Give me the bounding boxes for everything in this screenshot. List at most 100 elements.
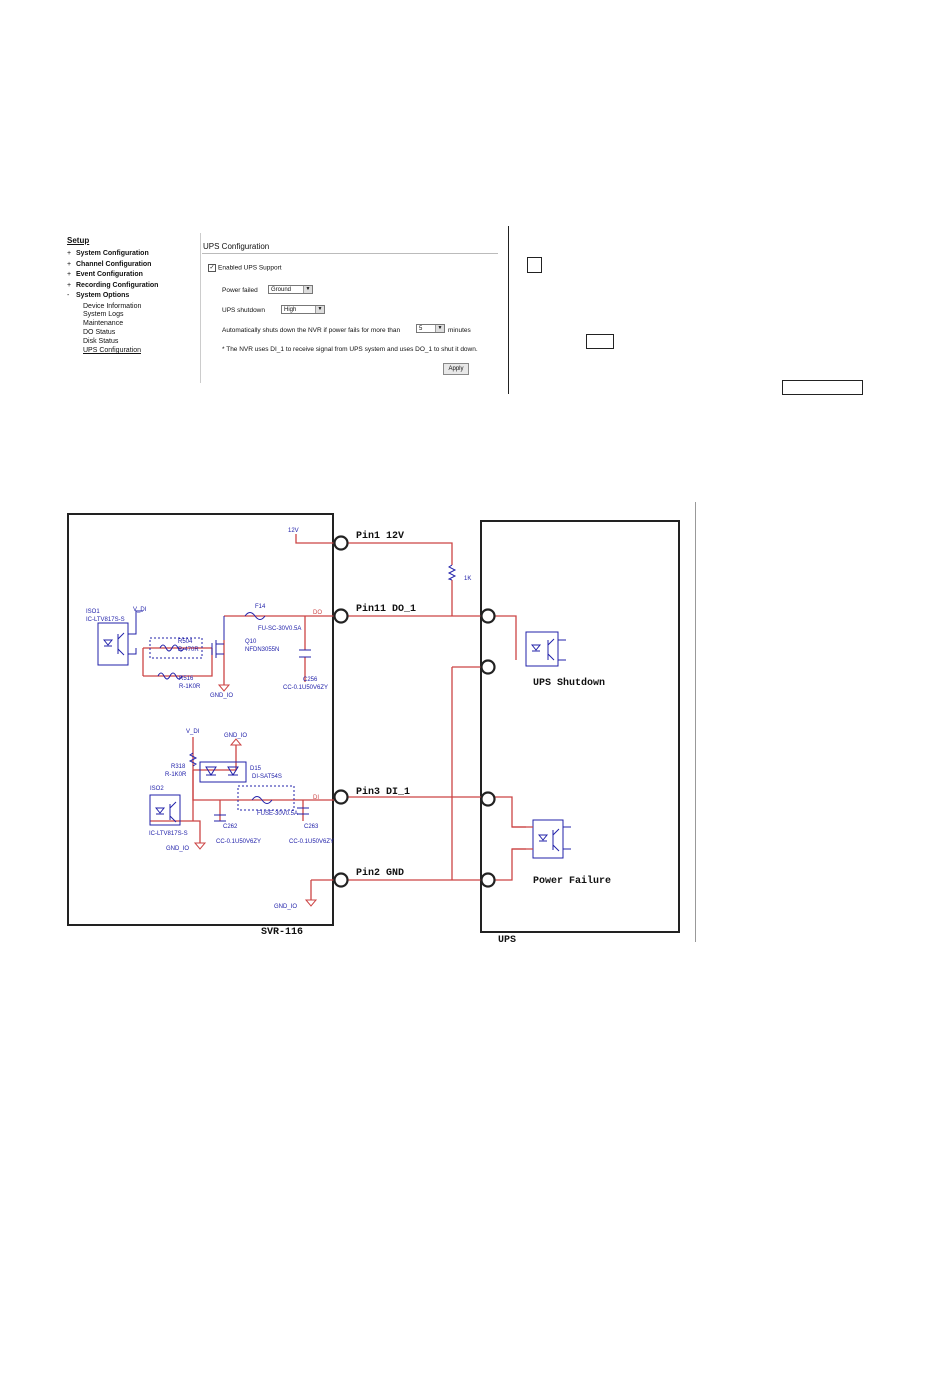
c256-ref: C256 [303, 677, 318, 683]
pin3-label: Pin3 DI_1 [356, 786, 410, 798]
net-12v-label: 12V [288, 528, 299, 534]
expand-icon[interactable]: + [67, 282, 72, 289]
callout-box [782, 380, 863, 395]
c263-capacitor [297, 807, 309, 815]
pin-terminals [333, 535, 496, 888]
f14-value: FU-SC-30V0.5A [258, 626, 301, 632]
pin11-label: Pin11 DO_1 [356, 603, 416, 615]
ups-note: * The NVR uses DI_1 to receive signal fr… [222, 346, 478, 353]
di-fuse [237, 785, 295, 811]
ups-config-title: UPS Configuration [203, 242, 270, 251]
ups-terminal [480, 872, 496, 888]
enable-ups-label: Enabled UPS Support [218, 264, 282, 272]
nav-maintenance[interactable]: Maintenance [83, 320, 124, 327]
page-divider [695, 502, 696, 942]
net-di-label: DI [313, 795, 319, 801]
gnd-label: GND_IO [166, 846, 189, 852]
d15-value: DI-SAT54S [252, 774, 282, 780]
nav-label: System Options [76, 292, 130, 299]
nav-label: System Configuration [76, 250, 149, 257]
nav-device-information[interactable]: Device Information [83, 303, 142, 310]
ups-terminal [480, 608, 496, 624]
r504-value: R-470R [178, 647, 199, 653]
pin11-terminal [333, 608, 349, 624]
power-failed-value: Ground [271, 287, 292, 293]
enable-ups-checkbox[interactable]: ✓ [208, 264, 216, 272]
auto-shutdown-value: 5 [419, 326, 423, 332]
q10-mosfet [211, 616, 225, 658]
pin3-terminal [333, 789, 349, 805]
nav-do-status[interactable]: DO Status [83, 329, 116, 336]
expand-icon[interactable]: + [67, 250, 72, 257]
apply-button[interactable]: Apply [443, 363, 469, 375]
gnd-label: GND_IO [210, 693, 233, 699]
r318-value: R-1K0R [165, 772, 187, 778]
wires [512, 826, 533, 850]
dropdown-arrow-icon[interactable]: ▼ [303, 286, 312, 293]
iso1-part: IC-LTV817S-S [86, 617, 125, 623]
r504-ref: R504 [178, 639, 193, 645]
ups-shutdown-label: UPS shutdown [222, 307, 265, 314]
r516-resistor [157, 672, 183, 680]
nav-label: Event Configuration [76, 271, 143, 278]
c256-capacitor [299, 649, 311, 658]
di-fuse-value: FUSE-30V0.5A [257, 811, 298, 817]
nav-disk-status[interactable]: Disk Status [83, 338, 119, 345]
d15-diode [199, 761, 247, 783]
iso1-optocoupler [97, 610, 143, 666]
nav-system-configuration[interactable]: + System Configuration [67, 250, 149, 257]
ups-shutdown-select[interactable]: High ▼ [281, 305, 325, 314]
net-do-label: DO [313, 610, 322, 616]
pin1-label: Pin1 12V [356, 530, 404, 542]
callout-box [586, 334, 614, 349]
title-underline [202, 253, 498, 254]
pin1-terminal [333, 535, 349, 551]
dropdown-arrow-icon[interactable]: ▼ [315, 306, 324, 313]
auto-shutdown-select[interactable]: 5▼ [416, 324, 445, 333]
collapse-icon[interactable]: - [67, 292, 70, 299]
nav-recording-configuration[interactable]: +Recording Configuration [67, 282, 158, 289]
iso2-optocoupler [149, 794, 181, 826]
expand-icon[interactable]: + [67, 261, 72, 268]
r318-resistor [188, 752, 198, 767]
ups-shutdown-value: High [284, 307, 297, 313]
nav-system-logs[interactable]: System Logs [83, 311, 124, 318]
wires [142, 534, 526, 900]
nav-ups-configuration[interactable]: UPS Configuration [83, 347, 141, 354]
svr-box [67, 513, 334, 926]
ups-label: UPS [498, 935, 516, 946]
nav-label: Channel Configuration [76, 261, 152, 268]
c262-ref: C262 [223, 824, 238, 830]
expand-icon[interactable]: + [67, 271, 72, 278]
iso1-ref: ISO1 [86, 609, 100, 615]
c263-ref: C263 [304, 824, 319, 830]
d15-ref: D15 [250, 766, 262, 772]
power-failed-label: Power failed [222, 287, 258, 294]
c262-value: CC-0.1U50V6ZY [216, 839, 261, 845]
dropdown-arrow-icon[interactable]: ▼ [435, 325, 444, 332]
minutes-label: minutes [448, 327, 471, 334]
c263-value: CC-0.1U50V6ZY [289, 839, 334, 845]
r516-ref: R516 [179, 676, 194, 682]
enable-ups-row[interactable]: ✓Enabled UPS Support [208, 264, 282, 272]
iso2-part: IC-LTV817S-S [149, 831, 188, 837]
nav-channel-configuration[interactable]: + Channel Configuration [67, 261, 151, 268]
power-failure-optocoupler [532, 819, 571, 859]
c262-capacitor [214, 814, 226, 822]
power-failed-select[interactable]: Ground ▼ [268, 285, 313, 294]
net-vdi-label: V_DI [133, 607, 147, 613]
page-divider [508, 226, 509, 394]
nav-event-configuration[interactable]: + Event Configuration [67, 271, 143, 278]
ups-shutdown-optocoupler [525, 631, 566, 667]
setup-title[interactable]: Setup [67, 236, 90, 245]
f14-fuse [244, 612, 266, 620]
q10-ref: Q10 [245, 639, 257, 645]
c256-value: CC-0.1U50V6ZY [283, 685, 328, 691]
ups-box [480, 520, 680, 933]
ups-terminal [480, 659, 496, 675]
ups-terminal [480, 791, 496, 807]
pin2-label: Pin2 GND [356, 867, 404, 879]
nav-system-options[interactable]: -System Options [67, 292, 129, 299]
svr-label: SVR-116 [261, 927, 303, 938]
